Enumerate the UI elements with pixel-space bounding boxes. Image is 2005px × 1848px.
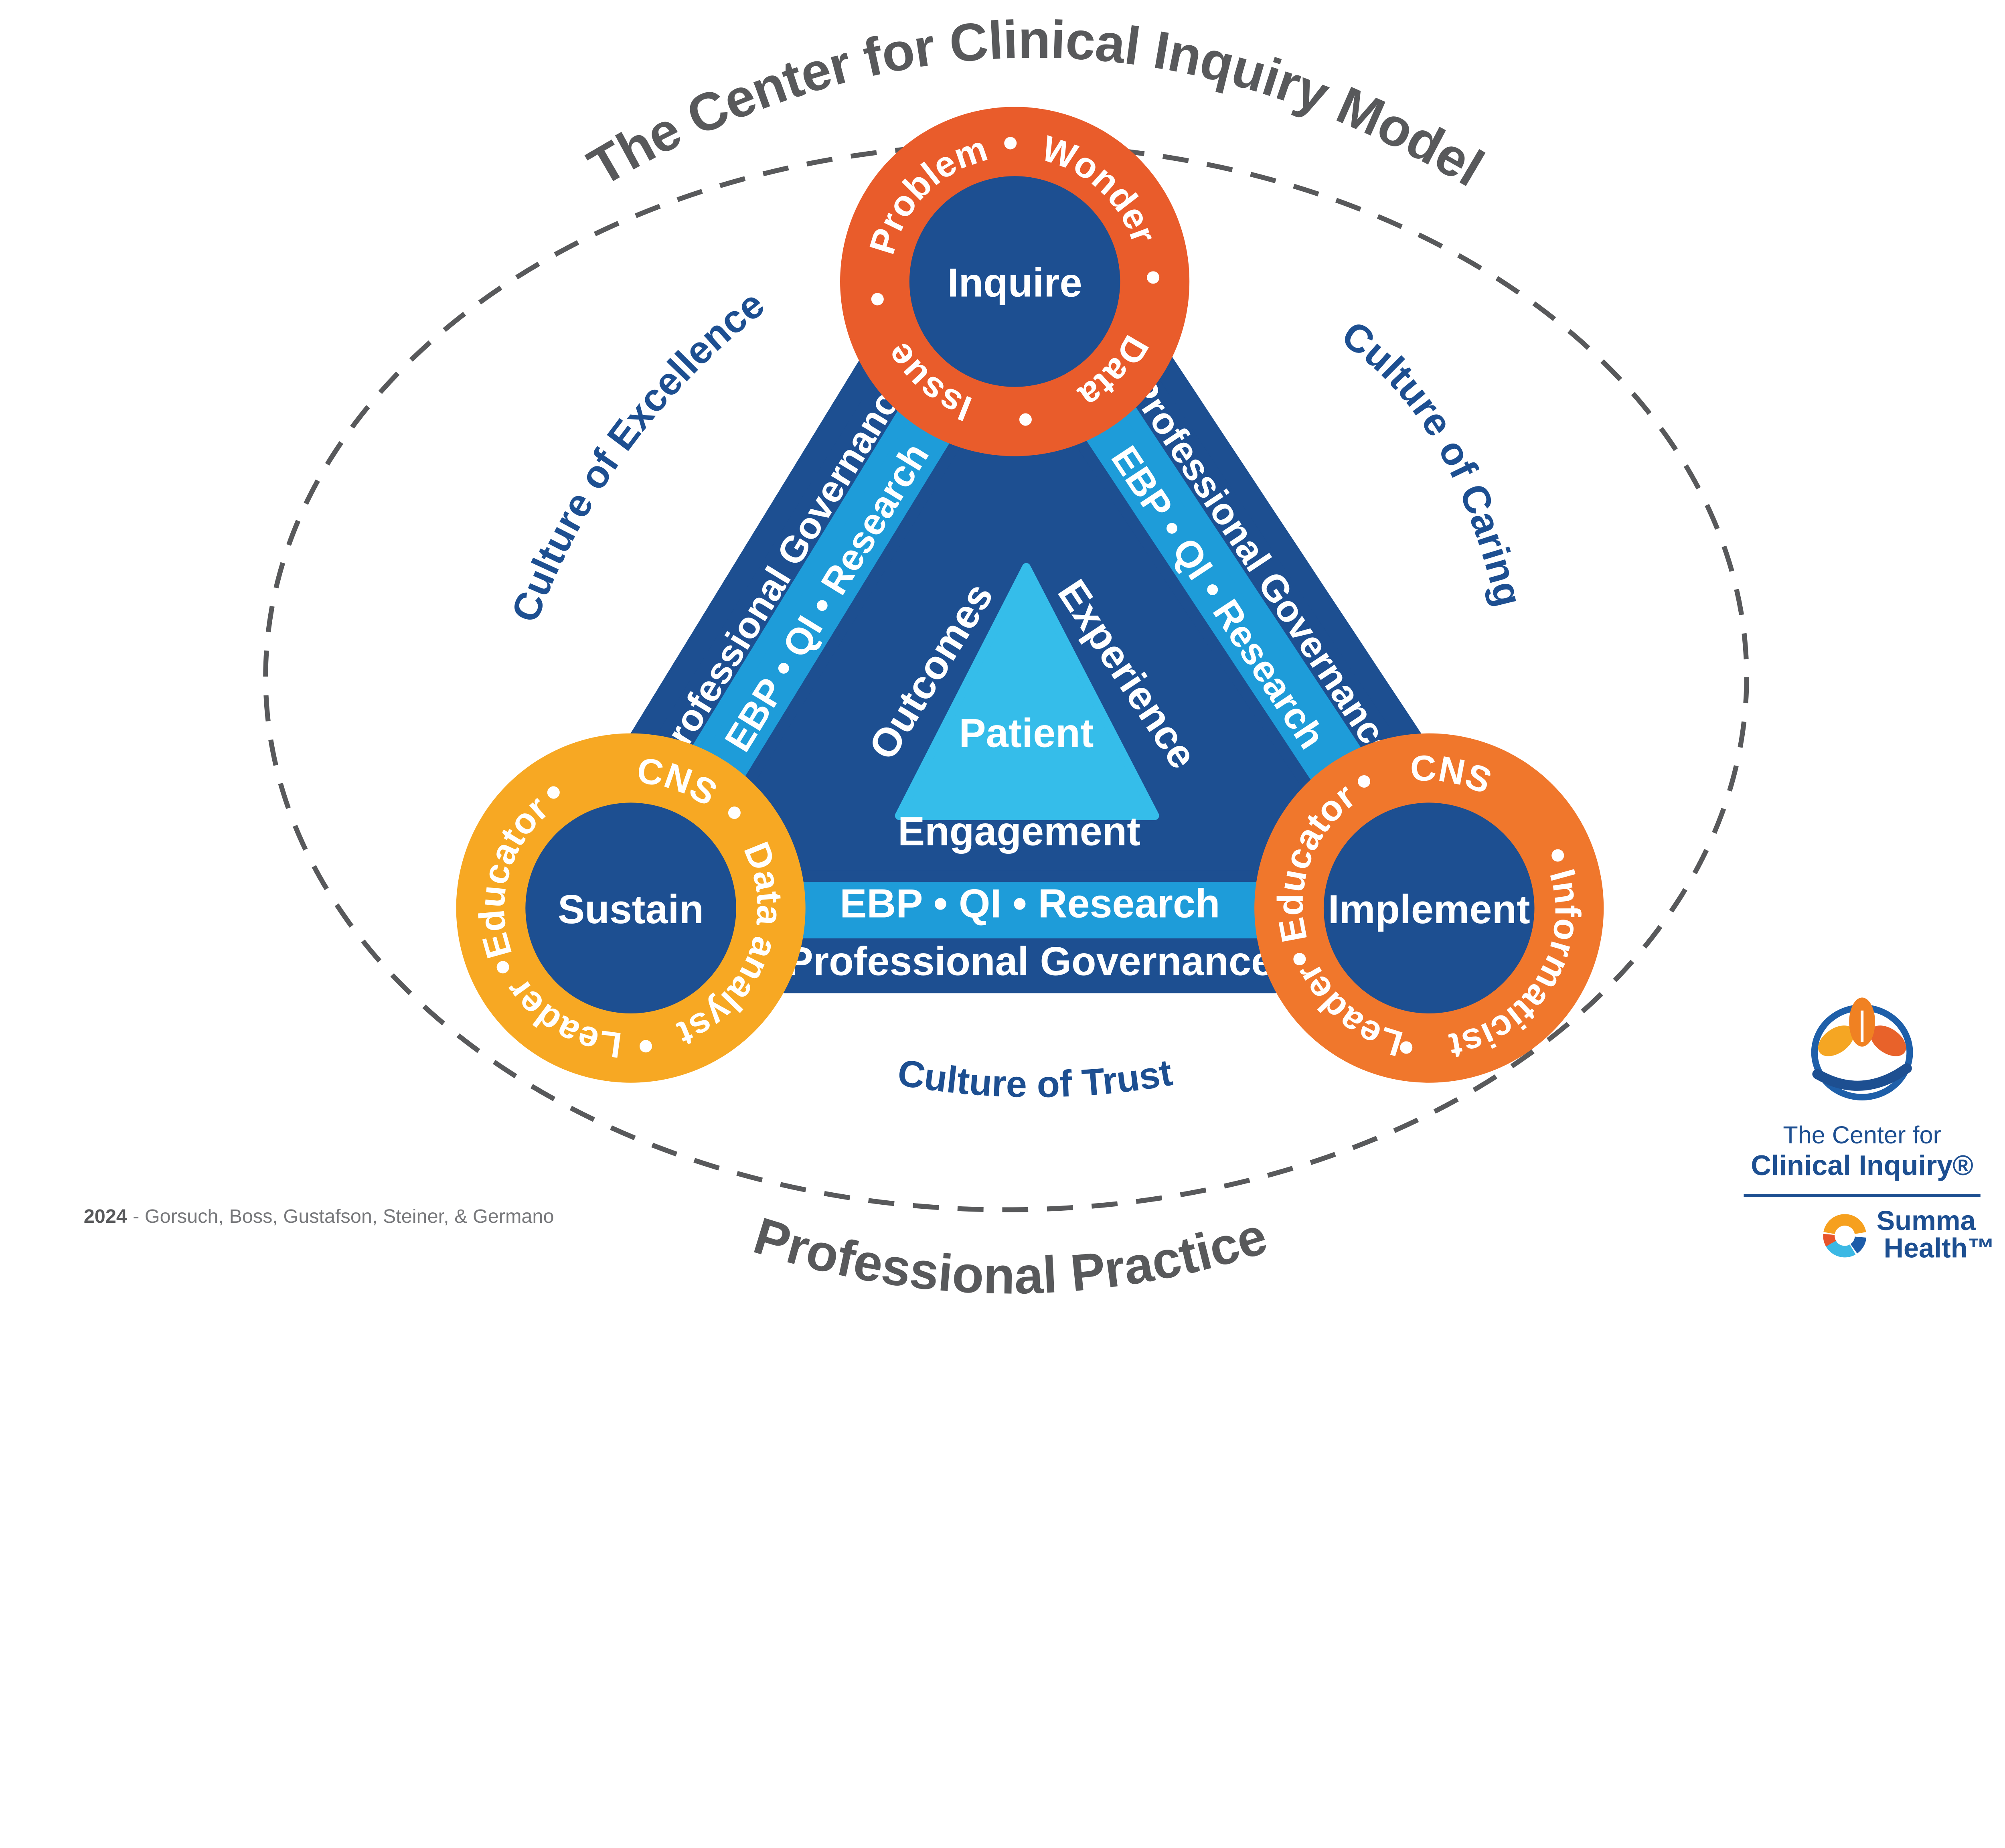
- patient-triangle: [895, 563, 1159, 820]
- implement-core: [1323, 802, 1535, 1013]
- ring-dot: •: [1130, 269, 1179, 286]
- implement-node: • Informaticist • Leader • Educator • CN…: [1254, 733, 1604, 1083]
- cci-model-diagram: The Center for Clinical Inquiry Model Cu…: [84, 10, 1995, 1305]
- patient-label: Patient: [959, 711, 1094, 756]
- triangle-bands: [480, 122, 1583, 993]
- implement-label: Implement: [1328, 887, 1530, 932]
- logo-line1: The Center for: [1783, 1121, 1941, 1149]
- summa-arc-lightblue: [1823, 1214, 1867, 1258]
- ring-dot: •: [1002, 118, 1019, 167]
- professional-practice-label: Professional Practice: [747, 1207, 1274, 1305]
- engagement-label: Engagement: [898, 809, 1140, 854]
- inquire-label: Inquire: [948, 261, 1082, 306]
- summa-arc-darkblue: [1823, 1214, 1867, 1258]
- summa-mark-icon: [1823, 1214, 1867, 1258]
- summa-name: Summa: [1877, 1206, 1976, 1236]
- bottom-governance-band-label: Professional Governance: [786, 939, 1274, 984]
- summa-arc-yellow: [1823, 1214, 1867, 1258]
- summa-health: Health™: [1884, 1233, 1995, 1263]
- logo-line2: Clinical Inquiry®: [1751, 1149, 1973, 1181]
- cci-logo-block: The Center for Clinical Inquiry® Summa H…: [1744, 997, 1995, 1263]
- citation: 2024 - Gorsuch, Boss, Gustafson, Steiner…: [84, 1206, 554, 1227]
- leaf-left-icon: [1818, 1025, 1854, 1056]
- inquire-core: [909, 176, 1120, 387]
- sustain-core: [525, 802, 736, 1013]
- culture-of-caring-label: Culture of Caring: [1334, 312, 1531, 611]
- bottom-methods-band-label: EBP • QI • Research: [840, 881, 1220, 926]
- citation-year: 2024: [84, 1206, 127, 1227]
- citation-authors: - Gorsuch, Boss, Gustafson, Steiner, & G…: [133, 1206, 554, 1227]
- culture-of-trust-label: Culture of Trust: [895, 1051, 1175, 1105]
- inquire-node: Problem • Wonder • Data • Issue • Inquir…: [840, 107, 1190, 456]
- ring-dot: •: [1016, 395, 1035, 445]
- sustain-node: CNS • Data analyst • Leader • Educator •…: [456, 733, 806, 1083]
- sustain-label: Sustain: [558, 887, 704, 932]
- leaf-right-icon: [1870, 1025, 1906, 1056]
- cci-logo-mark: [1811, 997, 1913, 1100]
- diagram-canvas: The Center for Clinical Inquiry Model Cu…: [83, 9, 1995, 1305]
- hand-icon: [1812, 1063, 1912, 1091]
